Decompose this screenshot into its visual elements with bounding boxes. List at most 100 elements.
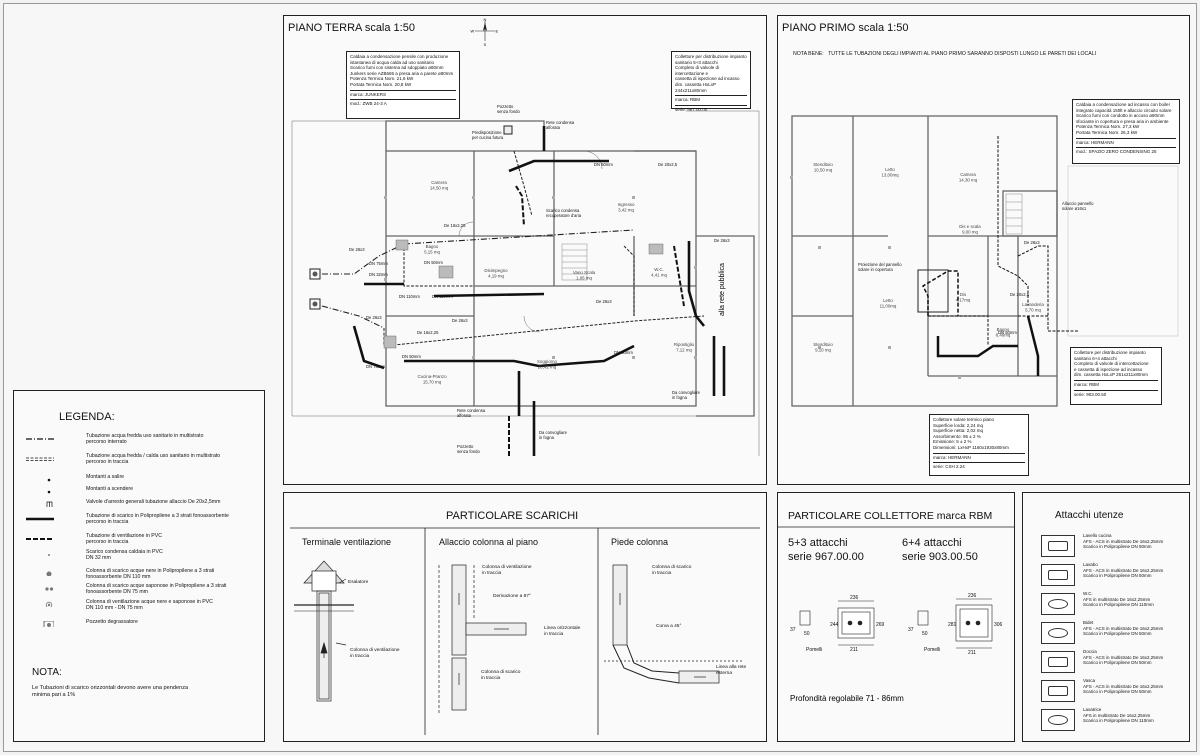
col2-title: Allaccio colonna al piano	[439, 537, 538, 547]
svg-text:211: 211	[850, 647, 858, 653]
first-floor-note: NOTA BENE: TUTTE LE TUBAZIONI DEGLI IMPI…	[793, 51, 1097, 57]
legend-item-label: Montanti a scendere	[86, 486, 134, 492]
ground-floor-panel: PIANO TERRA scala 1:50 N S E W Caldaia a…	[283, 15, 767, 485]
label-first-de20: De 20x2,5	[1010, 292, 1030, 297]
svg-text:37: 37	[790, 627, 796, 633]
washer-icon	[1041, 709, 1075, 731]
note-line: Collettore solare termico piano	[933, 417, 995, 422]
solar-series: serie: CSH 2.24	[933, 462, 1025, 470]
svg-text:306: 306	[994, 622, 1003, 628]
attacco-line: AFS in multistrato De 16x2,25mm	[1083, 712, 1151, 718]
note-line: Superficie netta: 2,02 mq	[933, 428, 984, 434]
note-line: Assorbimento: 95 ± 2 %	[933, 433, 981, 439]
legend-item-label: Colonna di scarico acque nere in Polipro…	[86, 568, 215, 580]
label-de26-5: De 26x3	[714, 238, 730, 243]
label-first-de26: De 26x3	[1024, 240, 1040, 245]
scarichi-col-titles: Terminale ventilazione Allaccio colonna …	[302, 537, 668, 547]
attacco-line: Lavabo	[1083, 562, 1098, 567]
nota-title: NOTA:	[32, 667, 62, 678]
first-collector-series: serie: 903.00.50	[1074, 389, 1158, 398]
note-line: dim. cassetta HxLxP 244x211x80mm	[675, 81, 716, 93]
compass-e: E	[496, 29, 499, 34]
first-walls	[791, 115, 1058, 407]
cold-water-underground	[321, 229, 635, 329]
first-boiler-note: Caldaia a condensazione ad incasso con b…	[1072, 99, 1180, 164]
compass-w: W	[471, 29, 475, 34]
attacco-line: Scarico in Polipropilene DN 110mm	[1083, 602, 1154, 608]
ground-stairs	[561, 243, 588, 281]
thick-dashed-line-icon	[26, 538, 54, 540]
attacco-line: Scarico in Polipropilene DN 50mm	[1083, 544, 1152, 550]
note-line: sfociante in copertura e presa aria in a…	[1076, 118, 1169, 124]
legend-item-label: Montanti a salire	[86, 474, 125, 480]
attacco-line: Scarico in Polipropilene DN 50mm	[1083, 573, 1152, 579]
first-floor-panel: PIANO PRIMO scala 1:50 NOTA BENE: TUTTE …	[777, 15, 1190, 485]
note-line: Junkers serie AZB665 a presa aria a pare…	[350, 70, 454, 76]
hatched-fixtures	[383, 239, 664, 349]
variant-b-serie: serie 903.00.50	[902, 551, 978, 563]
attacco-line: AFS - ACS in multistrato De 16x2,25mm	[1083, 567, 1164, 573]
depth-note: Profondità regolabile 71 - 86mm	[790, 694, 904, 703]
svg-text:211: 211	[968, 650, 976, 656]
small-dot-icon	[48, 554, 50, 556]
note-line: istantanea di acqua calda ad uso sanitar…	[350, 59, 435, 65]
scarichi-panel: PARTICOLARE SCARICHI	[283, 492, 767, 742]
ground-boiler-brand: marca: JUNKERS	[350, 89, 456, 98]
note-line: Collettore per distribuzione impianto	[675, 54, 747, 59]
legend-item-label: Valvole d'arresto generali tubazione all…	[86, 499, 221, 505]
attacco-line: W.C.	[1083, 591, 1093, 596]
label-rete-pubblica: alla rete pubblica	[719, 263, 726, 316]
svg-text:244: 244	[830, 622, 839, 628]
col2-derivazione: Derivazione a 87°	[493, 593, 531, 599]
ground-boiler-note: Caldaia a condensazione pensile con prod…	[346, 51, 460, 119]
first-boiler-brand: marca: HERMANN	[1076, 137, 1176, 146]
note-line: Scarico fumi con condotto in accoso ø80m…	[1076, 113, 1165, 119]
label-dn50-3: DN 50mm	[402, 354, 421, 359]
ground-collector-series: serie: 967.00.00	[675, 104, 747, 113]
bathtub-icon	[1041, 680, 1075, 702]
variant-a-title: 5+3 attacchi	[788, 537, 848, 549]
compass-rose-icon: N S E W	[471, 17, 499, 46]
attacco-line: Doccia	[1083, 649, 1097, 654]
attacco-line: Scarico in Polipropilene DN 50mm	[1083, 631, 1152, 637]
note-line: Completo di valvole di intercettazione	[1074, 361, 1149, 367]
square-pit-icon	[43, 621, 54, 627]
collettore-variant-titles: 5+3 attacchi serie 967.00.00 6+4 attacch…	[788, 537, 978, 563]
note-line: Portata Termica Nom. 26,3 kW	[1076, 129, 1138, 135]
label-de26-4: De 26x3	[596, 299, 612, 304]
column-ring-icon	[45, 601, 53, 607]
column-circle-icon	[46, 571, 52, 576]
collettore-title: PARTICOLARE COLLETTORE marca RBM	[788, 510, 993, 522]
label-dn75-2: DN 75mm	[366, 364, 385, 369]
label-de26-1: De 26x3	[349, 247, 365, 252]
svg-text:Pomelli: Pomelli	[806, 647, 822, 653]
note-line: Caldaia a condensazione pensile con prod…	[350, 54, 449, 59]
